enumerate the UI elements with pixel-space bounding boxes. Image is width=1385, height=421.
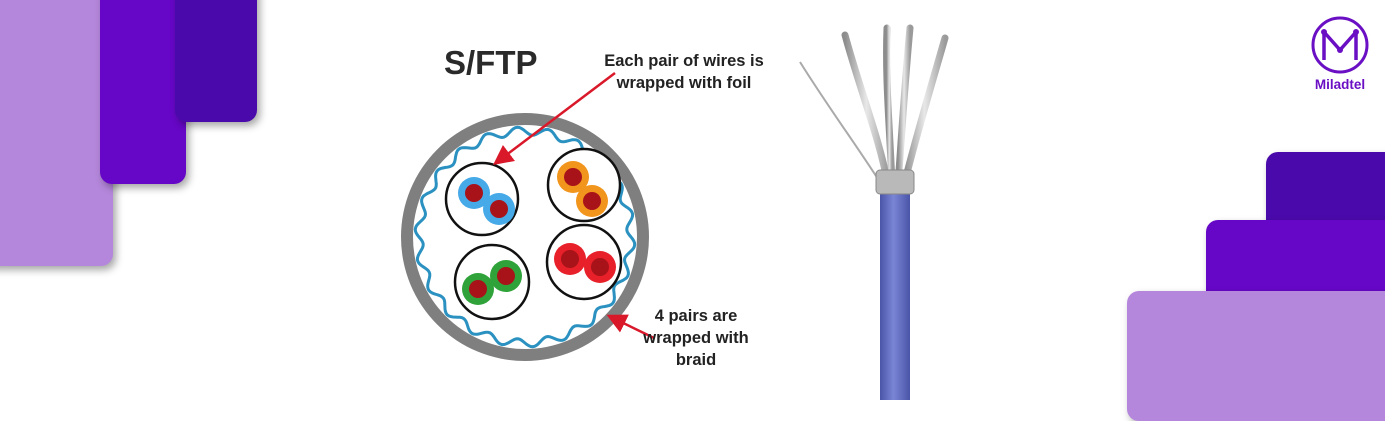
diagram-title: S/FTP — [444, 44, 538, 81]
cable-jacket — [880, 190, 910, 400]
decor-block-left-dark — [175, 0, 257, 122]
arrow-foil — [493, 72, 616, 166]
callout-foil: Each pair of wires is wrapped with foil — [604, 52, 764, 92]
decor-block-right-light — [1127, 291, 1385, 421]
decor-block-left-light — [0, 0, 113, 266]
pair-orange — [546, 147, 622, 223]
pair-green — [453, 243, 531, 321]
decor-block-left-mid — [100, 0, 186, 184]
pair-red — [545, 223, 623, 301]
braid-shield — [413, 125, 637, 349]
braid-collar — [875, 169, 915, 195]
arrow-braid — [606, 314, 655, 340]
pair-blue — [444, 161, 520, 237]
callout-braid: 4 pairs are wrapped with braid — [643, 307, 749, 369]
brand-name: Miladtel — [1314, 77, 1366, 92]
cable-cross-section — [401, 72, 655, 361]
foiled-pairs — [841, 24, 949, 189]
stripped-cable-illustration — [799, 24, 949, 400]
brand-logo-icon — [1311, 16, 1369, 74]
